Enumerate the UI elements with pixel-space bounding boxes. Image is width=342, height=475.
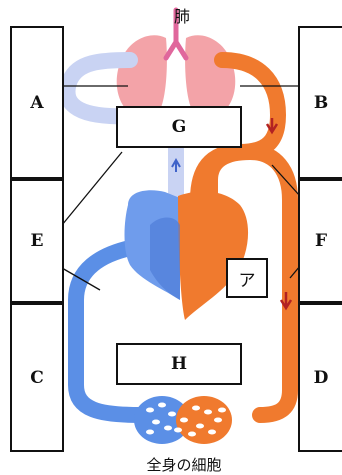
- label-box-e: E: [10, 179, 64, 303]
- vena-cava: [76, 248, 140, 415]
- label-box-a: A: [10, 26, 64, 179]
- label-box-d: D: [298, 303, 342, 452]
- label-box-a-katakana: ア: [226, 258, 268, 298]
- label-box-f: F: [298, 179, 342, 303]
- label-box-g: G: [116, 106, 242, 148]
- right-lung: [185, 35, 235, 110]
- heart: [125, 190, 249, 320]
- label-box-b: B: [298, 26, 342, 179]
- heart-outline-shade: [150, 218, 180, 301]
- capillary-bed: [134, 396, 232, 444]
- label-box-h: H: [116, 343, 242, 385]
- lungs-label: 肺: [174, 7, 190, 26]
- arrow-vena-up: [98, 274, 108, 286]
- label-box-c: C: [10, 303, 64, 452]
- arrow-capillary: [242, 412, 252, 418]
- left-lung: [117, 35, 167, 110]
- heart-left-side: [178, 191, 248, 320]
- body-cells-label: 全身の細胞: [146, 456, 221, 474]
